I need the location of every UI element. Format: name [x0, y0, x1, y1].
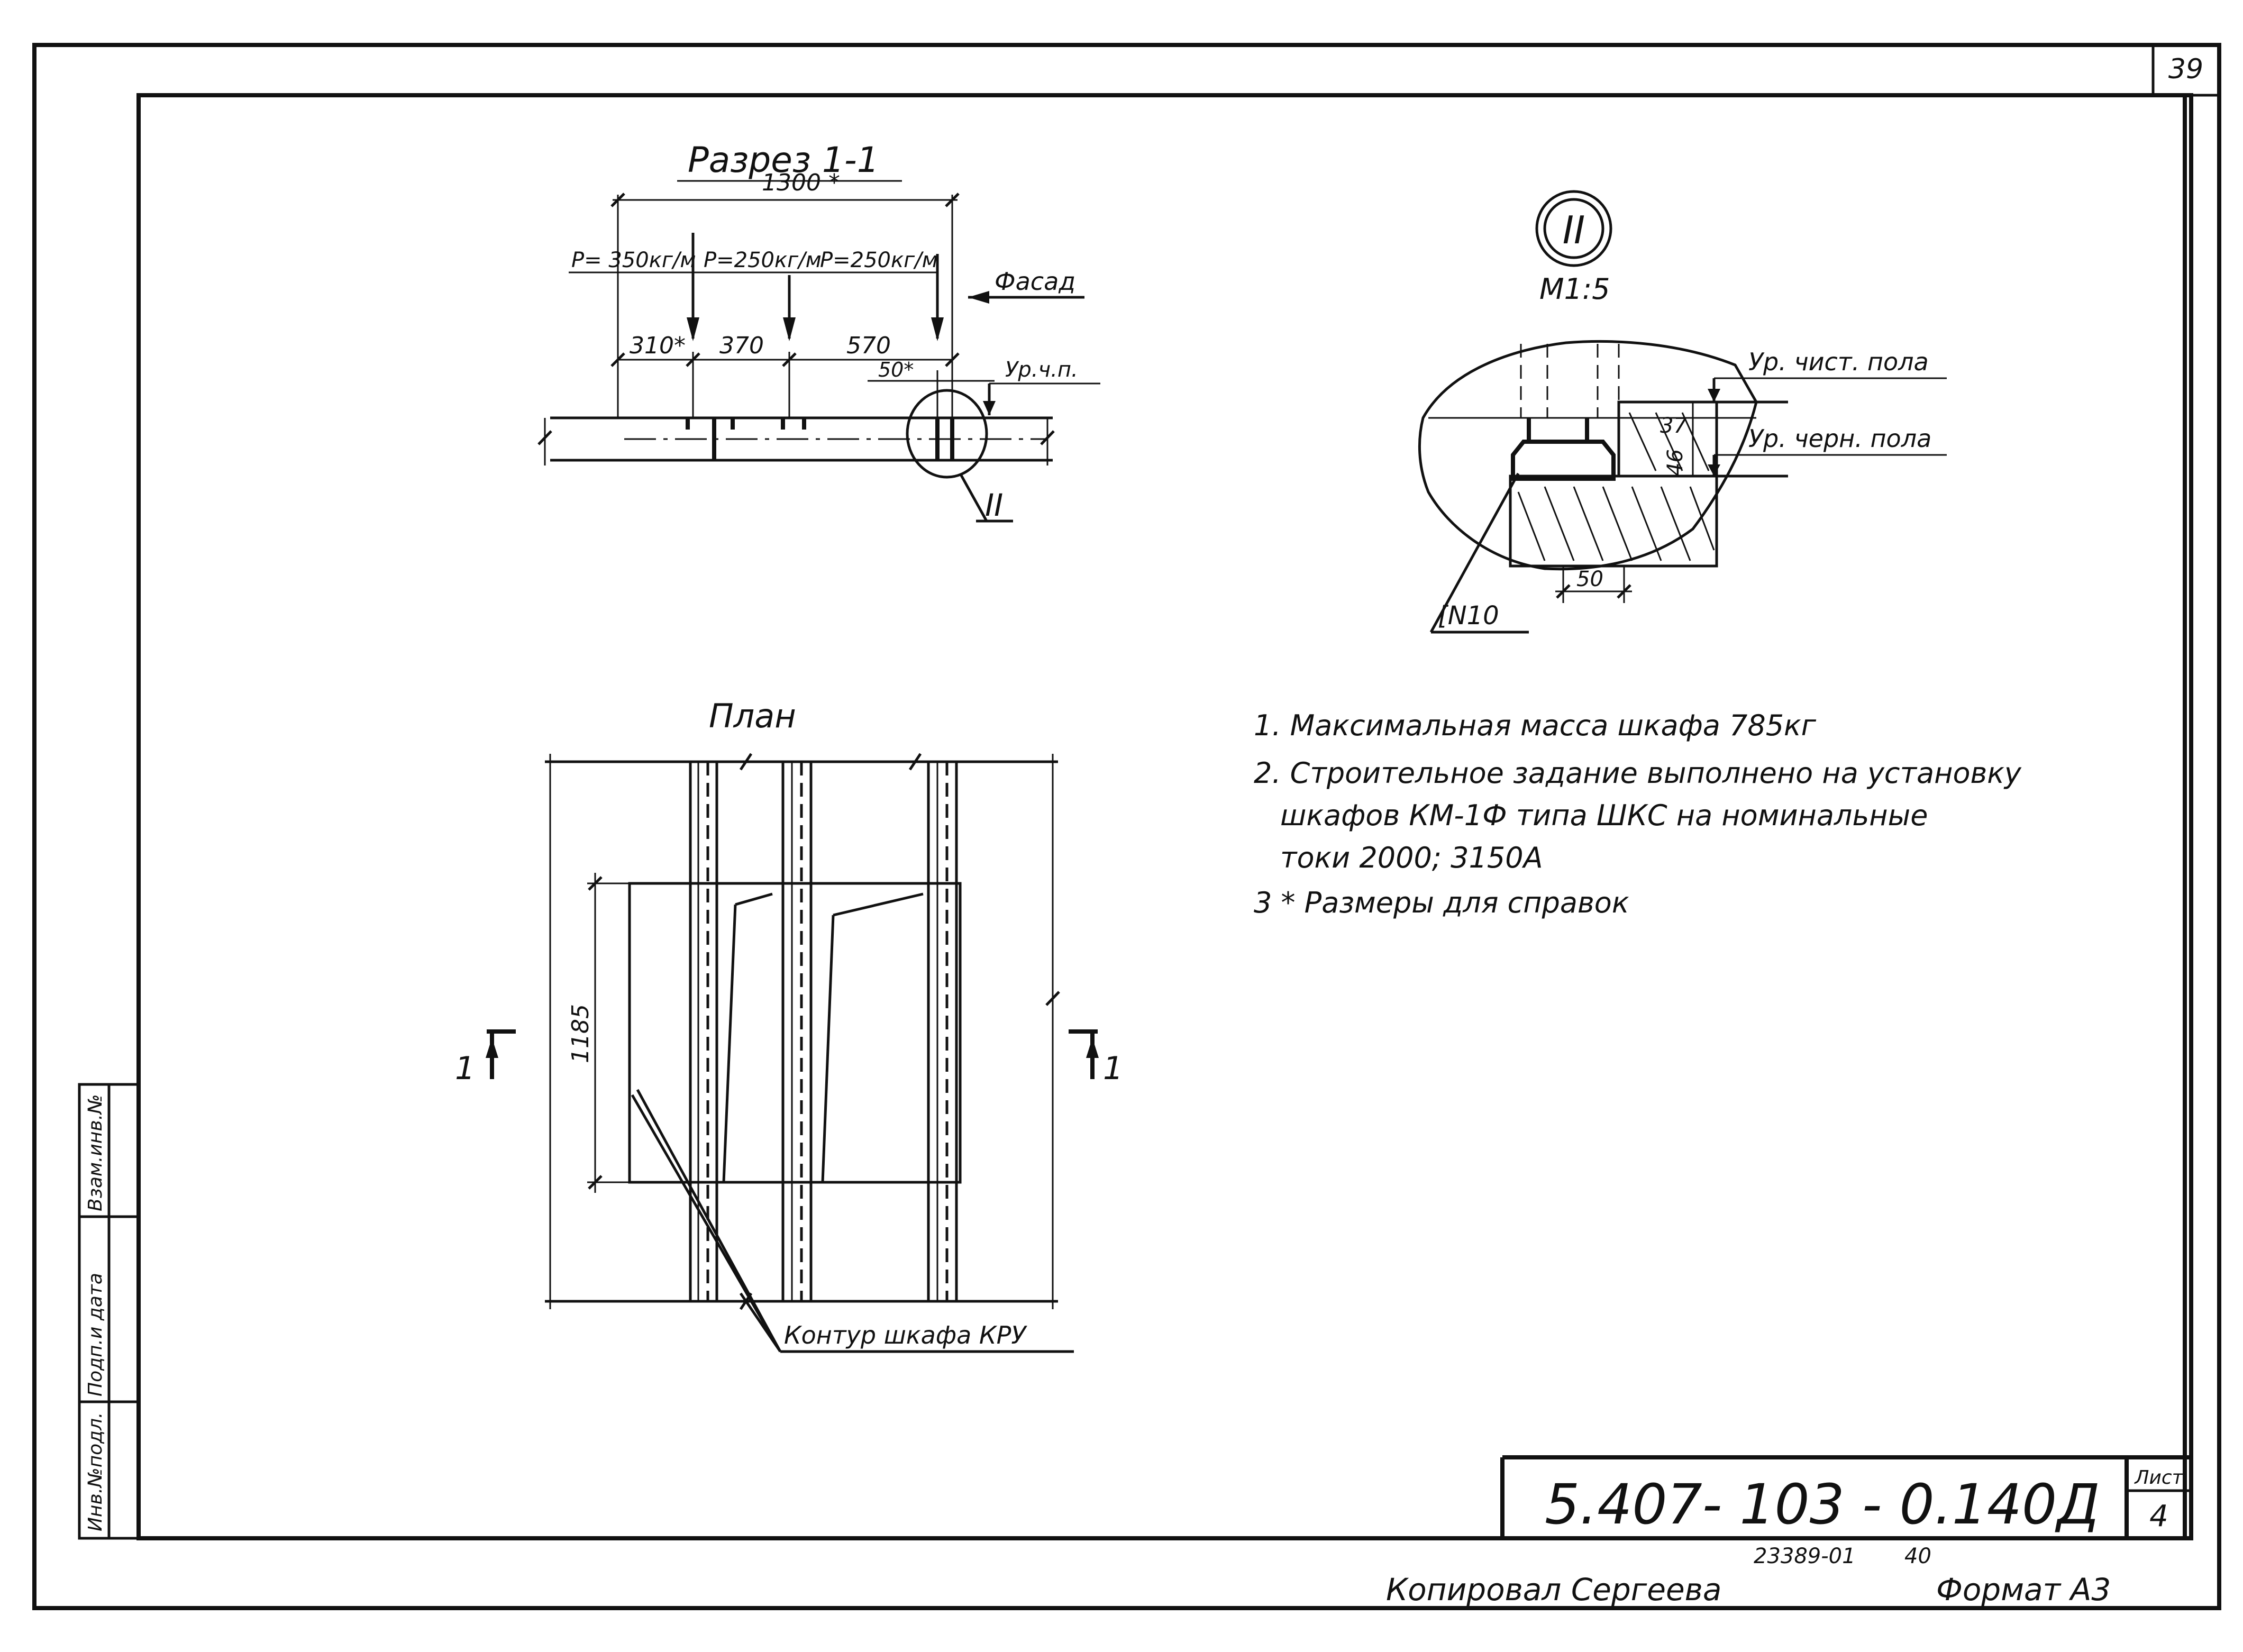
plan-title: План [709, 697, 796, 735]
sheet-number: 4 [2149, 1499, 2168, 1534]
format-label: Формат А3 [1936, 1572, 2111, 1608]
dim-total: 1300 * [762, 169, 840, 196]
copied-by: Копировал Сергеева [1386, 1572, 1721, 1608]
notes: 1. Максимальная масса шкафа 785кг 2. Стр… [1254, 709, 2022, 919]
rough-floor-label: Ур. черн. пола [1748, 424, 1931, 453]
profile-label: [N10 [1438, 601, 1499, 631]
note-2: 2. Строительное задание выполнено на уст… [1254, 756, 2022, 790]
left-stamp: Инв.№подл. Подп.и дата Взам.инв.№ [78, 1083, 140, 1540]
cut-left-label: 1 [455, 1050, 475, 1087]
channel-strips [689, 762, 958, 1301]
load-2: P=250кг/м [704, 248, 822, 272]
title-block: Лист 4 5.407- 103 - 0.140Д 23389-01 40 К… [1386, 1455, 2191, 1608]
load-3: P=250кг/м [820, 248, 938, 272]
page-number: 39 [2168, 53, 2203, 85]
detail-marker: II [1563, 208, 1585, 252]
facade-label: Фасад [995, 267, 1075, 296]
clean-floor-label: Ур. чист. пола [1748, 348, 1929, 376]
archive-number: 23389-01 [1754, 1544, 1856, 1568]
note-2-cont-1: шкафов КМ-1Ф типа ШКС на номинальные [1280, 799, 1928, 832]
document-code: 5.407- 103 - 0.140Д [1545, 1472, 2100, 1537]
section-title: Разрез 1-1 [688, 140, 879, 180]
stamp-replaces-inv: Взам.инв.№ [85, 1094, 106, 1211]
cut-right-label: 1 [1103, 1050, 1123, 1087]
note-1: 1. Максимальная масса шкафа 785кг [1254, 709, 1817, 742]
dim-46: 46 [1663, 449, 1688, 476]
dim-37: 37 [1660, 414, 1687, 438]
callout-label: II [985, 487, 1003, 523]
section-1-1: Разрез 1-1 1300 * P= 350кг/м P=250кг/м P… [537, 140, 1100, 523]
dim-50-detail: 50 [1576, 567, 1603, 591]
stamp-signature-date: Подп.и дата [85, 1273, 106, 1397]
archive-suffix: 40 [1904, 1544, 1931, 1568]
dim-50: 50* [878, 358, 914, 381]
load-1: P= 350кг/м [571, 248, 696, 272]
dim-370: 370 [719, 332, 764, 359]
contour-label: Контур шкафа КРУ [784, 1321, 1027, 1349]
plan-view: План [455, 697, 1123, 1353]
dim-570: 570 [846, 332, 891, 359]
page-number-box [2151, 43, 2221, 97]
note-3: 3 * Размеры для справок [1254, 886, 1629, 919]
detail-ii: II М1:5 Ур. чист. [1418, 190, 1947, 634]
hatching [1517, 412, 1715, 561]
sheet-frame: 39 [32, 43, 2221, 1610]
stamp-inv-no: Инв.№подл. [85, 1412, 106, 1531]
note-2-cont-2: токи 2000; 3150А [1280, 841, 1543, 874]
sheet-label: Лист [2133, 1467, 2183, 1489]
detail-scale: М1:5 [1539, 272, 1610, 306]
dim-1185: 1185 [567, 1004, 594, 1063]
dim-310: 310* [630, 332, 686, 359]
floor-level-label: Ур.ч.п. [1005, 358, 1078, 382]
